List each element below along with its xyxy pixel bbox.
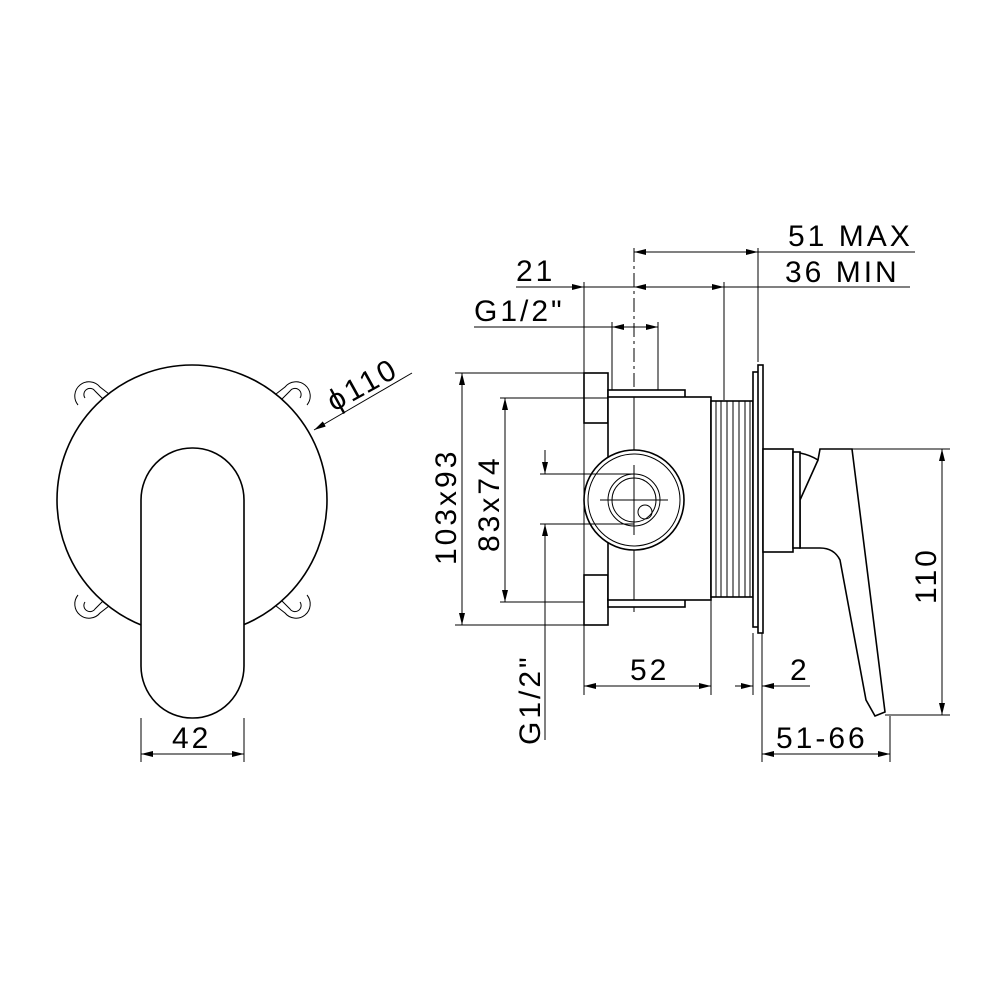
side-view: 51 MAX 21 36 MIN G1/2" 103x93 83x74 G1/2…: [430, 220, 950, 762]
box-inner-label: 83x74: [473, 455, 506, 552]
handle: [140, 447, 245, 719]
offset-label: 21: [516, 255, 555, 288]
front-view: 42 ϕ110: [56, 352, 413, 762]
depth-max-label: 51 MAX: [788, 220, 913, 253]
thread-side-label: G1/2": [514, 654, 547, 745]
width-label: 42: [172, 722, 211, 755]
thread: [710, 400, 754, 598]
plate-label: 2: [790, 654, 810, 687]
lever: [793, 448, 886, 718]
diameter-label: ϕ110: [321, 352, 404, 418]
body-width-label: 52: [630, 654, 669, 687]
lever-range-label: 51-66: [776, 722, 868, 755]
thread-top-label: G1/2": [474, 295, 565, 328]
diameter-leader: [313, 372, 413, 431]
depth-min-label: 36 MIN: [785, 256, 900, 289]
height-label: 110: [910, 547, 943, 604]
knob: [762, 448, 794, 553]
mounting-ear-icon: [74, 381, 311, 619]
box-outer-label: 103x93: [430, 449, 463, 565]
lower-bracket: [583, 574, 609, 626]
